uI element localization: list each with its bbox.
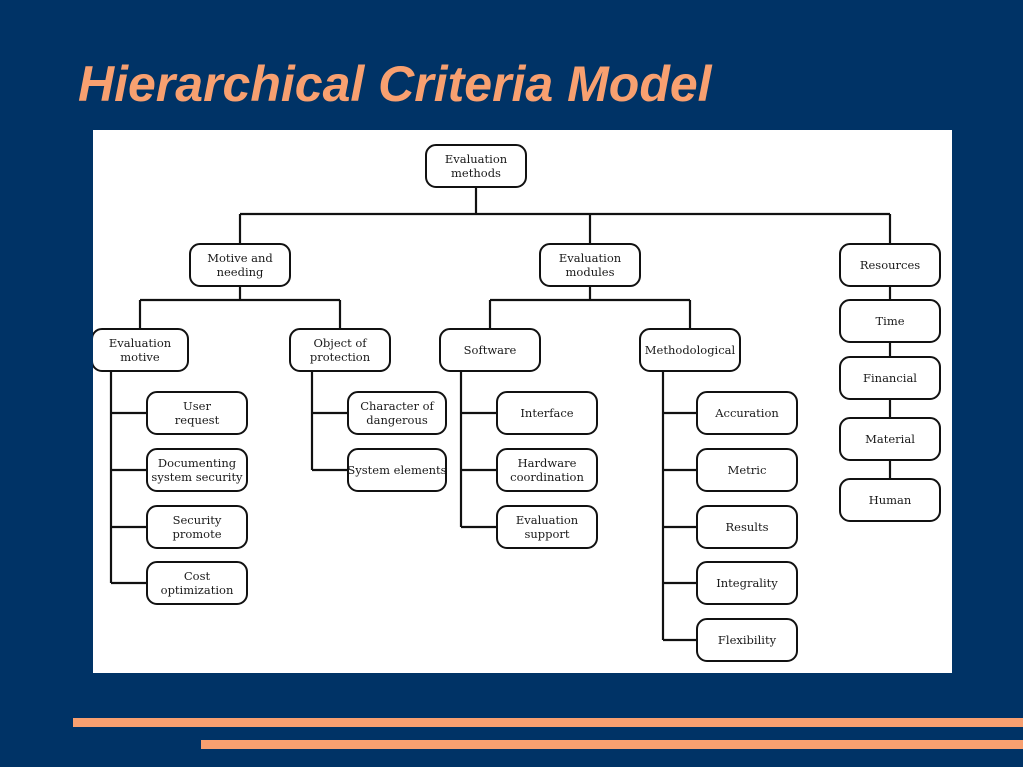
node-label: Interface — [520, 406, 573, 420]
node-label: User — [183, 399, 211, 413]
node-financial: Financial — [839, 356, 941, 400]
node-box — [146, 561, 248, 605]
node-label: protection — [310, 350, 371, 364]
node-label: Flexibility — [718, 633, 777, 647]
node-box — [347, 391, 447, 435]
node-label: Software — [464, 343, 517, 357]
node-label: Evaluation — [109, 336, 172, 350]
node-system-elements: System elements — [347, 448, 447, 492]
node-label: optimization — [161, 583, 234, 597]
node-time: Time — [839, 299, 941, 343]
node-label: motive — [120, 350, 160, 364]
node-box — [839, 243, 941, 287]
node-label: Security — [173, 513, 222, 527]
node-label: system security — [151, 470, 243, 484]
node-label: Evaluation — [516, 513, 579, 527]
node-label: Evaluation — [445, 152, 508, 166]
node-label: Evaluation — [559, 251, 622, 265]
node-box — [93, 328, 189, 372]
node-interface: Interface — [496, 391, 598, 435]
node-box — [146, 448, 248, 492]
node-software: Software — [439, 328, 541, 372]
node-box — [347, 448, 447, 492]
node-box — [146, 391, 248, 435]
node-label: Methodological — [645, 343, 736, 357]
node-label: Material — [865, 432, 915, 446]
node-label: Time — [875, 314, 904, 328]
node-label: Hardware — [518, 456, 577, 470]
node-label: Accuration — [714, 406, 779, 420]
node-results: Results — [696, 505, 798, 549]
node-label: modules — [566, 265, 615, 279]
node-box — [839, 478, 941, 522]
node-box — [839, 299, 941, 343]
node-label: Metric — [728, 463, 767, 477]
node-label: System elements — [347, 463, 446, 477]
node-label: Human — [869, 493, 912, 507]
node-human: Human — [839, 478, 941, 522]
node-integrality: Integrality — [696, 561, 798, 605]
node-label: Cost — [184, 569, 211, 583]
node-label: Documenting — [158, 456, 237, 470]
node-box — [839, 417, 941, 461]
node-label: Integrality — [716, 576, 778, 590]
node-label: methods — [451, 166, 501, 180]
node-box — [496, 391, 598, 435]
node-box — [639, 328, 741, 372]
node-box — [696, 618, 798, 662]
node-resources: Resources — [839, 243, 941, 287]
node-box — [696, 505, 798, 549]
node-accuration: Accuration — [696, 391, 798, 435]
node-flexibility: Flexibility — [696, 618, 798, 662]
decorative-bar-bottom — [201, 740, 1023, 749]
node-box — [839, 356, 941, 400]
node-label: Results — [726, 520, 769, 534]
node-label: Motive and — [207, 251, 273, 265]
node-box — [425, 144, 527, 188]
node-label: needing — [217, 265, 264, 279]
slide-title: Hierarchical Criteria Model — [78, 56, 712, 112]
node-label: Character of — [360, 399, 434, 413]
node-methodological: Methodological — [639, 328, 741, 372]
node-box — [496, 505, 598, 549]
node-label: dangerous — [366, 413, 428, 427]
node-label: support — [524, 527, 569, 541]
decorative-bar-top — [73, 718, 1023, 727]
node-metric: Metric — [696, 448, 798, 492]
node-box — [189, 243, 291, 287]
node-box — [696, 561, 798, 605]
node-box — [289, 328, 391, 372]
node-box — [496, 448, 598, 492]
node-label: request — [175, 413, 220, 427]
node-label: Financial — [863, 371, 917, 385]
node-box — [146, 505, 248, 549]
node-label: Object of — [313, 336, 367, 350]
node-label: promote — [172, 527, 221, 541]
node-label: Resources — [860, 258, 920, 272]
node-box — [539, 243, 641, 287]
node-box — [696, 391, 798, 435]
node-box — [439, 328, 541, 372]
node-material: Material — [839, 417, 941, 461]
node-label: coordination — [510, 470, 584, 484]
node-box — [696, 448, 798, 492]
